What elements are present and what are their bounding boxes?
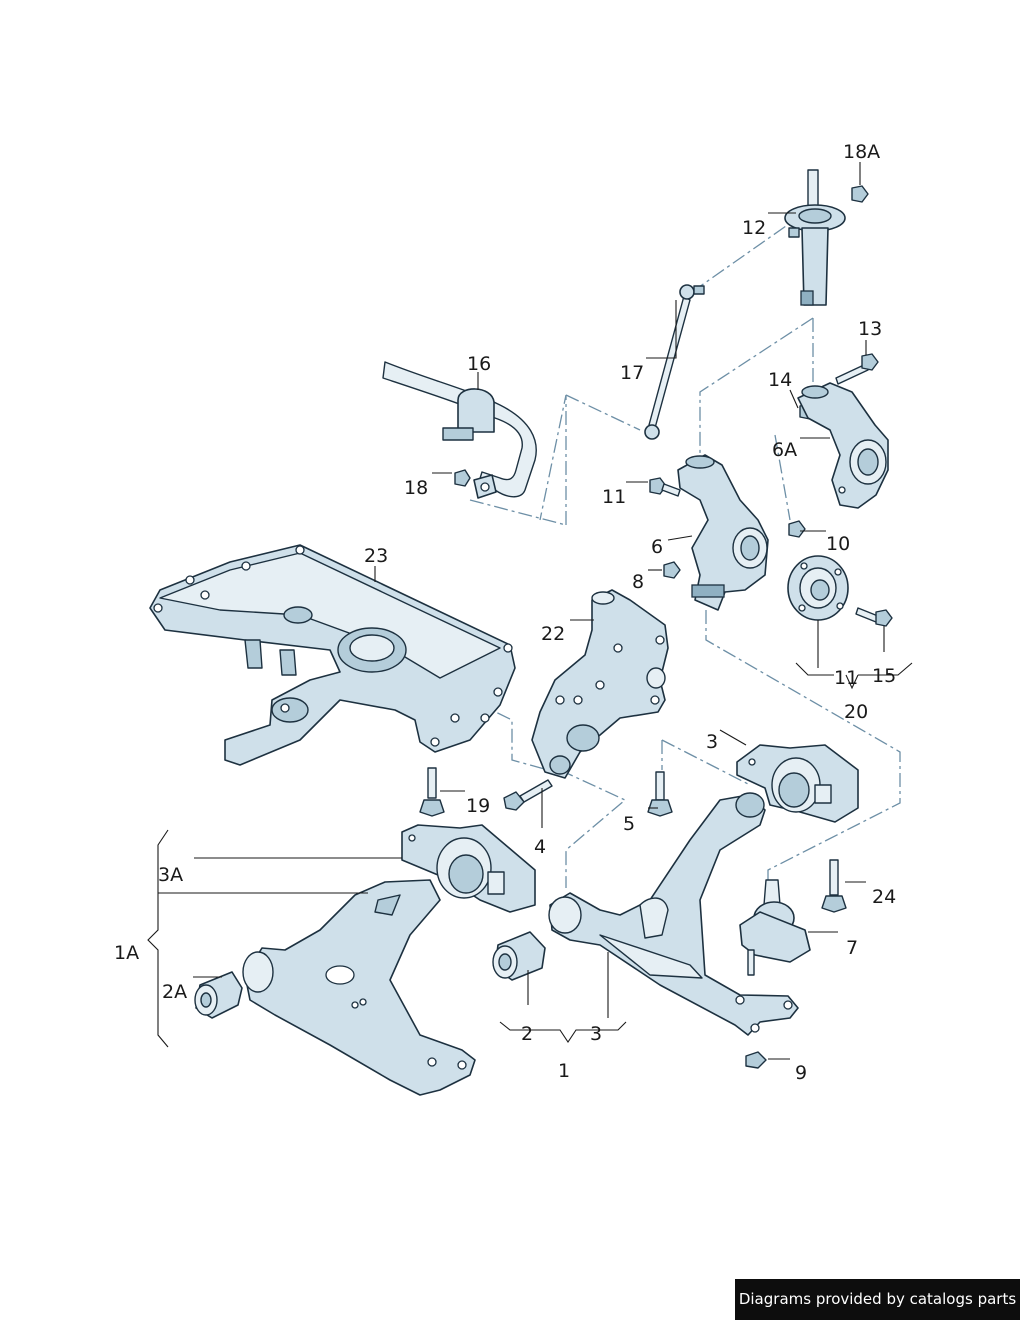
control-arm-1 xyxy=(548,792,799,1036)
callout-22: 22 xyxy=(541,623,565,645)
bolt-11-upper xyxy=(649,477,681,497)
bolt-5 xyxy=(647,771,673,817)
control-arm-1A xyxy=(242,879,476,1096)
callout-3-upper: 3 xyxy=(706,731,718,753)
nut-10 xyxy=(788,520,806,538)
callout-11-lower: 11 xyxy=(834,667,858,689)
callout-17: 17 xyxy=(620,362,644,384)
stabilizer-bar-16 xyxy=(382,361,537,499)
callout-20: 20 xyxy=(844,701,868,723)
bolt-19 xyxy=(419,767,445,817)
callout-14: 14 xyxy=(768,369,792,391)
callout-2: 2 xyxy=(521,1023,533,1045)
callout-19: 19 xyxy=(466,795,490,817)
callout-2A: 2A xyxy=(162,981,187,1003)
callout-24: 24 xyxy=(872,886,896,908)
callout-23: 23 xyxy=(364,545,388,567)
callout-1A: 1A xyxy=(114,942,139,964)
callout-16: 16 xyxy=(467,353,491,375)
ball-joint-7 xyxy=(739,879,811,976)
callout-1: 1 xyxy=(558,1060,570,1082)
callout-11-upper: 11 xyxy=(602,486,626,508)
nut-18A xyxy=(851,185,869,203)
callout-labels: 18A 12 13 16 17 14 6A 18 11 10 6 23 8 22… xyxy=(114,141,896,1084)
footer-credit[interactable]: Diagrams provided by catalogs parts xyxy=(735,1279,1020,1320)
knuckle-6 xyxy=(677,454,769,611)
nut-18 xyxy=(454,469,471,487)
hub-bolt-15 xyxy=(855,607,893,627)
bolt-4 xyxy=(503,779,553,811)
callout-8: 8 xyxy=(632,571,644,593)
nut-9 xyxy=(745,1051,767,1069)
leader-lines xyxy=(147,162,913,1060)
callout-5: 5 xyxy=(623,813,635,835)
subframe-23 xyxy=(149,544,516,766)
bracket-22 xyxy=(531,589,669,779)
callout-15: 15 xyxy=(872,665,896,687)
callout-3A: 3A xyxy=(158,864,183,886)
callout-6A: 6A xyxy=(772,439,797,461)
callout-9: 9 xyxy=(795,1062,807,1084)
nut-8 xyxy=(663,561,681,579)
callout-10: 10 xyxy=(826,533,850,555)
bushing-2A xyxy=(194,971,243,1019)
callout-7: 7 xyxy=(846,937,858,959)
callout-6: 6 xyxy=(651,536,663,558)
callout-12: 12 xyxy=(742,217,766,239)
link-rod-17 xyxy=(644,284,705,440)
callout-13: 13 xyxy=(858,318,882,340)
callout-18: 18 xyxy=(404,477,428,499)
bushing-2 xyxy=(492,931,546,981)
bolt-24 xyxy=(821,859,847,913)
callout-4: 4 xyxy=(534,836,546,858)
assembly-lines xyxy=(429,225,901,888)
bushing-bracket-3A-left xyxy=(401,824,536,913)
callout-3-lower: 3 xyxy=(590,1023,602,1045)
strut-12 xyxy=(784,169,846,306)
callout-18A: 18A xyxy=(843,141,880,163)
subframe-mount-holes xyxy=(153,545,513,747)
bolt-13 xyxy=(835,353,879,385)
bushing-bracket-3-right xyxy=(736,744,859,823)
wheel-hub xyxy=(787,555,849,621)
knuckle-6A xyxy=(797,382,889,509)
